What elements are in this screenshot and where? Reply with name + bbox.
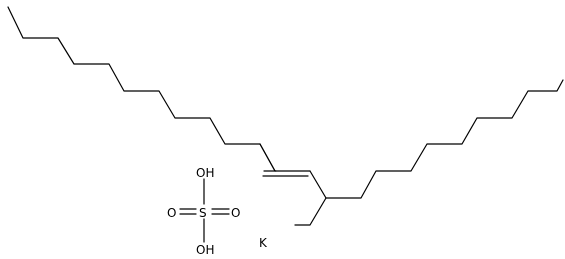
octyl-chain <box>325 79 564 199</box>
decyl-chain <box>7 6 261 145</box>
potassium-label: K <box>259 236 268 250</box>
hydroxyl-top-label: OH <box>196 166 214 180</box>
oxygen-left-label: O <box>167 206 176 220</box>
sulfur-label: S <box>199 206 207 220</box>
methylene-to-potassium <box>294 197 327 226</box>
hydroxyl-bottom-label: OH <box>196 243 214 257</box>
vinyl-to-branch <box>309 170 327 199</box>
oxygen-right-label: O <box>231 206 240 220</box>
double-bond-main <box>259 143 311 172</box>
